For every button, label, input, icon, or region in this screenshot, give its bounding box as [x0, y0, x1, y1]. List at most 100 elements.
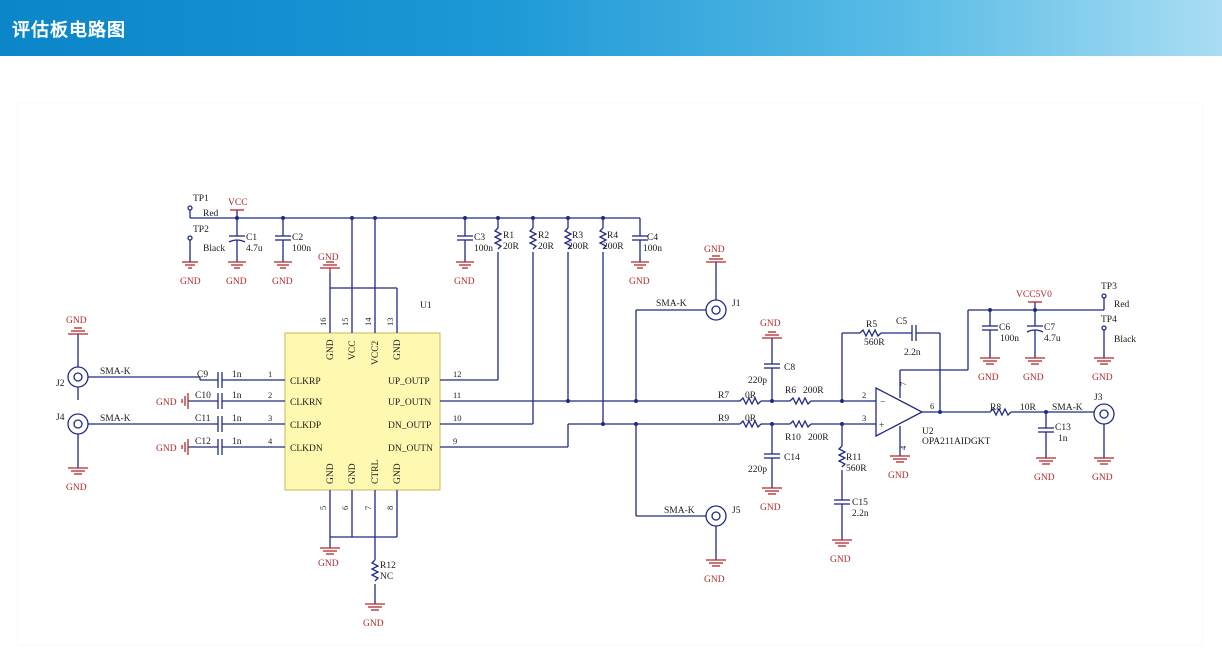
- r7-resistor: [739, 396, 762, 406]
- u1-pin-dn-outp: DN_OUTP: [388, 421, 431, 431]
- svg-text:C3: C3: [474, 233, 485, 243]
- svg-text:4.7u: 4.7u: [1044, 334, 1061, 344]
- svg-text:TP3: TP3: [1101, 282, 1117, 292]
- svg-text:J5: J5: [732, 506, 741, 516]
- svg-text:R1: R1: [503, 231, 514, 241]
- svg-text:SMA-K: SMA-K: [664, 506, 695, 516]
- svg-text:200R: 200R: [803, 386, 824, 396]
- svg-text:TP1: TP1: [193, 194, 209, 204]
- svg-text:GND: GND: [226, 277, 247, 287]
- c10-capacitor: GND C10 1n: [156, 391, 255, 409]
- u1-pin-gnd16: GND: [326, 339, 336, 360]
- r2-resistor: [528, 227, 538, 250]
- u1-pin-vcc2: VCC2: [371, 340, 381, 365]
- svg-text:C14: C14: [784, 453, 800, 463]
- r6-resistor: [789, 396, 812, 406]
- svg-text:C2: C2: [292, 233, 303, 243]
- u1-pin-10-num: 10: [453, 413, 462, 423]
- svg-text:0R: 0R: [745, 391, 757, 401]
- svg-text:200R: 200R: [808, 433, 829, 443]
- u1-top-pins: 16 15 14 13 GND VCC VCC2 GND: [318, 218, 403, 365]
- svg-text:SMA-K: SMA-K: [100, 367, 131, 377]
- svg-text:SMA-K: SMA-K: [656, 299, 687, 309]
- svg-text:C7: C7: [1044, 323, 1055, 333]
- svg-text:C8: C8: [784, 363, 795, 373]
- svg-text:SMA-K: SMA-K: [1052, 403, 1083, 413]
- svg-text:C12: C12: [195, 437, 211, 447]
- svg-text:1n: 1n: [232, 437, 242, 447]
- svg-text:R11: R11: [846, 453, 862, 463]
- gnd-symbol: GND: [318, 253, 340, 273]
- u1-pin-7-num: 7: [363, 506, 373, 510]
- j2-connector: [67, 366, 89, 388]
- svg-text:GND: GND: [978, 373, 999, 383]
- r12-ref: R12: [380, 561, 396, 571]
- svg-text:R2: R2: [538, 231, 549, 241]
- svg-text:J4: J4: [56, 413, 65, 423]
- u1-pin-ctrl: CTRL: [371, 460, 381, 484]
- svg-text:200R: 200R: [603, 242, 624, 252]
- u1-pin-6-num: 6: [340, 506, 350, 510]
- u1-pin-1-num: 1: [268, 369, 272, 379]
- svg-text:2: 2: [862, 390, 866, 400]
- svg-text:220p: 220p: [748, 465, 767, 475]
- svg-text:1n: 1n: [1058, 434, 1068, 444]
- u1-pin-15-num: 15: [340, 318, 350, 327]
- svg-text:C9: C9: [197, 370, 208, 380]
- u1-pin-clkdp: CLKDP: [290, 421, 321, 431]
- svg-text:6: 6: [930, 401, 934, 411]
- u1-pin-clkrn: CLKRN: [290, 398, 322, 408]
- u1-pin-up-outp: UP_OUTP: [388, 377, 430, 387]
- svg-text:J1: J1: [732, 299, 741, 309]
- svg-text:OPA211AIDGKT: OPA211AIDGKT: [922, 437, 991, 447]
- j3-connector: [1093, 403, 1115, 425]
- svg-text:Red: Red: [203, 209, 219, 219]
- svg-text:GND: GND: [272, 277, 293, 287]
- j4-connector: [67, 413, 89, 435]
- svg-text:10R: 10R: [1020, 403, 1037, 413]
- svg-text:R7: R7: [718, 391, 729, 401]
- svg-text:C4: C4: [647, 233, 658, 243]
- svg-text:100n: 100n: [1000, 334, 1019, 344]
- u1-pin-13-num: 13: [385, 318, 395, 327]
- svg-text:2.2n: 2.2n: [852, 509, 869, 519]
- u1-pin-9-num: 9: [453, 436, 457, 446]
- u1-pin-14-num: 14: [363, 317, 373, 326]
- u1-bottom-pins: 5 6 7 8 GND GND CTRL GND: [318, 460, 403, 560]
- svg-text:C15: C15: [852, 498, 868, 508]
- gnd-label-r12: GND: [363, 619, 384, 629]
- svg-text:C6: C6: [999, 323, 1010, 333]
- r3-resistor: [563, 227, 573, 250]
- svg-text:GND: GND: [888, 471, 909, 481]
- svg-text:GND: GND: [1023, 373, 1044, 383]
- svg-text:GND: GND: [454, 277, 475, 287]
- svg-text:R8: R8: [990, 403, 1001, 413]
- r12-value: NC: [380, 572, 393, 582]
- svg-text:1n: 1n: [232, 370, 242, 380]
- svg-text:Black: Black: [1114, 335, 1136, 345]
- j5-connector: [705, 505, 727, 527]
- svg-text:7: 7: [898, 382, 908, 386]
- svg-text:560R: 560R: [864, 338, 885, 348]
- j1-connector: [705, 299, 727, 321]
- page-title: 评估板电路图: [12, 20, 126, 41]
- u1-pin-2-num: 2: [268, 390, 272, 400]
- svg-text:R9: R9: [718, 414, 729, 424]
- svg-text:TP4: TP4: [1101, 315, 1117, 325]
- gnd-symbol: GND: [363, 603, 385, 629]
- svg-text:GND: GND: [629, 277, 650, 287]
- u1-ref: U1: [420, 301, 432, 311]
- c11-capacitor: C11 1n: [195, 414, 255, 432]
- svg-text:100n: 100n: [292, 244, 311, 254]
- svg-text:+: +: [879, 421, 884, 431]
- schematic-panel: [18, 104, 1202, 644]
- svg-text:VCC5V0: VCC5V0: [1016, 290, 1052, 300]
- u1-pin-up-outn: UP_OUTN: [388, 398, 431, 408]
- tp2-test-point: TP2 Black: [187, 225, 225, 262]
- u1-pin-dn-outn: DN_OUTN: [388, 444, 433, 454]
- svg-text:GND: GND: [1092, 473, 1113, 483]
- gnd-label-tp2: GND: [180, 277, 201, 287]
- r8-resistor: [989, 407, 1012, 417]
- svg-text:1n: 1n: [232, 414, 242, 424]
